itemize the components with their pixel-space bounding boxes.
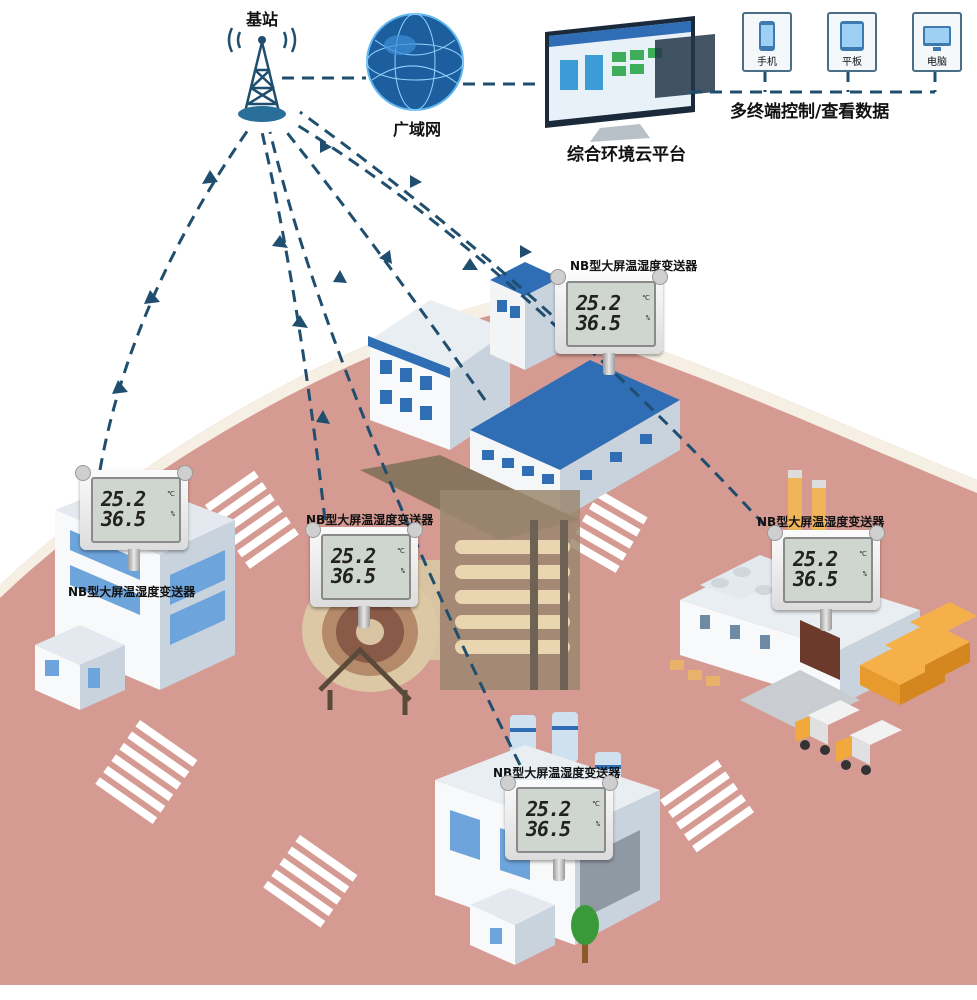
temperature-reading: 25.2 xyxy=(793,547,838,571)
tablet-label: 平板 xyxy=(842,57,862,68)
link-center-device xyxy=(260,131,327,521)
phone-icon xyxy=(759,21,775,51)
wan-label: 广域网 xyxy=(393,120,442,139)
humidity-unit: % xyxy=(170,510,175,518)
humidity-reading: 36.5 xyxy=(526,817,571,841)
temperature-unit: ℃ xyxy=(859,550,867,558)
multi-terminal-label: 多终端控制/查看数据 xyxy=(730,102,890,122)
temperature-unit: ℃ xyxy=(592,800,600,808)
lcd-display: 25.2 ℃ 36.5 % xyxy=(91,477,181,543)
link-top-right-device xyxy=(291,120,562,332)
lcd-display: 25.2 ℃ 36.5 % xyxy=(321,534,411,600)
cloud-platform-label: 综合环境云平台 xyxy=(567,145,686,165)
humidity-unit: % xyxy=(645,314,650,322)
phone-terminal: 手机 xyxy=(742,12,792,72)
th-transmitter-right: 25.2 ℃ 36.5 % xyxy=(767,525,885,631)
humidity-reading: 36.5 xyxy=(331,564,376,588)
base-station-label: 基站 xyxy=(246,10,279,29)
temperature-reading: 25.2 xyxy=(331,544,376,568)
th-transmitter-top-right: 25.2 ℃ 36.5 % xyxy=(550,269,668,375)
link-bottom-device xyxy=(268,131,522,766)
th-transmitter-bottom: 25.2 ℃ 36.5 % xyxy=(500,775,618,881)
textile-machine xyxy=(302,455,580,715)
device-label-left: NB型大屏温湿度变送器 xyxy=(68,585,196,599)
sensor-probe xyxy=(553,859,565,881)
temperature-unit: ℃ xyxy=(397,547,405,555)
tablet-icon xyxy=(840,21,864,51)
temperature-unit: ℃ xyxy=(642,294,650,302)
device-label-top-right: NB型大屏温湿度变送器 xyxy=(570,259,698,273)
link-warehouse xyxy=(283,129,487,401)
sensor-probe xyxy=(603,353,615,375)
temperature-reading: 25.2 xyxy=(101,487,146,511)
link-arrows xyxy=(112,140,532,424)
truck xyxy=(795,700,860,755)
link-platform-terminals xyxy=(690,70,937,94)
humidity-unit: % xyxy=(595,820,600,828)
tablet-terminal: 平板 xyxy=(827,12,877,72)
lcd-display: 25.2 ℃ 36.5 % xyxy=(783,537,873,603)
lcd-display: 25.2 ℃ 36.5 % xyxy=(516,787,606,853)
humidity-reading: 36.5 xyxy=(793,567,838,591)
crosswalk xyxy=(95,470,755,928)
computer-icon xyxy=(923,26,951,51)
globe-icon xyxy=(366,13,464,111)
tree xyxy=(571,905,599,963)
computer-terminal: 电脑 xyxy=(912,12,962,72)
computer-label: 电脑 xyxy=(927,57,947,68)
temperature-reading: 25.2 xyxy=(526,797,571,821)
humidity-unit: % xyxy=(862,570,867,578)
th-transmitter-left: 25.2 ℃ 36.5 % xyxy=(75,465,193,571)
device-label-center: NB型大屏温湿度变送器 xyxy=(306,513,434,527)
humidity-reading: 36.5 xyxy=(101,507,146,531)
truck xyxy=(836,720,902,775)
humidity-unit: % xyxy=(400,567,405,575)
humidity-reading: 36.5 xyxy=(576,311,621,335)
cloud-platform-monitor xyxy=(545,16,715,142)
link-right-device xyxy=(299,110,780,542)
base-station-tower xyxy=(227,27,297,113)
sensor-probe xyxy=(128,549,140,571)
sensor-probe xyxy=(358,606,370,628)
th-transmitter-center: 25.2 ℃ 36.5 % xyxy=(305,522,423,628)
link-left-device xyxy=(98,129,250,471)
temperature-unit: ℃ xyxy=(167,490,175,498)
lcd-display: 25.2 ℃ 36.5 % xyxy=(566,281,656,347)
device-label-bottom: NB型大屏温湿度变送器 xyxy=(493,766,621,780)
device-label-right: NB型大屏温湿度变送器 xyxy=(757,515,885,529)
network-links xyxy=(98,70,937,766)
phone-label: 手机 xyxy=(757,57,777,68)
sensor-probe xyxy=(820,609,832,631)
temperature-reading: 25.2 xyxy=(576,291,621,315)
